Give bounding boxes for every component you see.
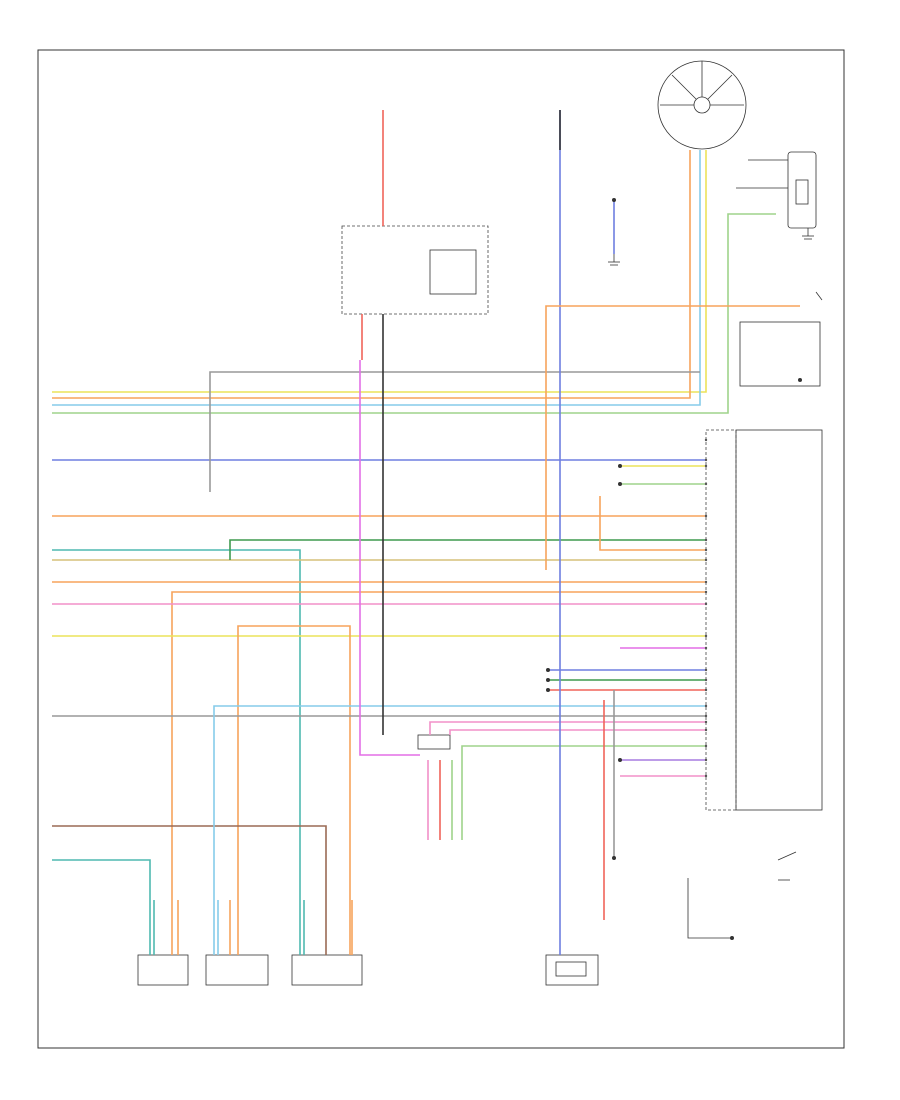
sensor-box-2 xyxy=(205,954,269,986)
splice-dots xyxy=(546,198,802,940)
sensor-box-1 xyxy=(137,954,189,986)
ground-symbol xyxy=(802,228,814,240)
ignition-coil-box xyxy=(787,151,817,229)
data-link-connector xyxy=(417,734,451,750)
relay-box xyxy=(429,249,477,295)
ground-symbol-2 xyxy=(608,254,620,266)
distributor-rotor xyxy=(693,96,711,114)
ignition-switch-box xyxy=(341,225,489,315)
pcm-connector-block xyxy=(705,429,737,811)
switch-bracket xyxy=(739,321,821,387)
sensor-box-3 xyxy=(291,954,363,986)
sensor-box-4 xyxy=(545,954,599,986)
pcm-module-outline xyxy=(735,429,823,811)
diagram-frame xyxy=(37,49,845,1049)
pcm-pin-dots xyxy=(704,438,708,778)
